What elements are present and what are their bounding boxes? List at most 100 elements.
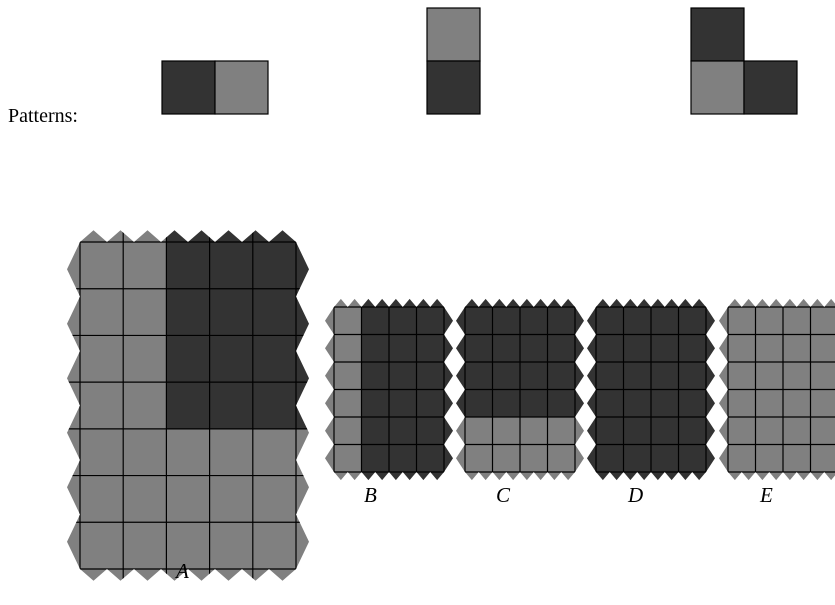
swatch-cell [389, 362, 417, 390]
swatch-cell [362, 296, 390, 335]
swatch-cell [811, 296, 835, 335]
swatch-cell [756, 362, 784, 390]
swatch-cell [65, 289, 123, 336]
swatch-cell [520, 296, 548, 335]
swatch-cell [756, 445, 784, 484]
swatch-cell [756, 296, 784, 335]
swatch-cell [679, 445, 718, 484]
swatch-cell [585, 296, 624, 335]
swatch-cell [389, 296, 417, 335]
swatch-cell [520, 417, 548, 445]
swatch-cell [166, 335, 209, 382]
swatch-cell [717, 296, 756, 335]
swatch-cell [811, 417, 835, 445]
swatch-cell [65, 476, 123, 523]
swatch-cell [417, 390, 456, 418]
swatch-cell [210, 227, 253, 289]
swatch-cell [323, 445, 362, 484]
pattern-horizontal-pair [162, 61, 268, 114]
swatch-cell [323, 296, 362, 335]
swatch-cell [548, 417, 587, 445]
pattern-cell [427, 8, 480, 61]
swatch-cell [585, 445, 624, 484]
swatch-cell [585, 362, 624, 390]
swatch-cell [123, 382, 166, 429]
swatch-cell [253, 429, 311, 476]
swatch-cell [811, 390, 835, 418]
swatch-cell [548, 362, 587, 390]
swatch-cell [210, 335, 253, 382]
swatch-cell [493, 445, 521, 484]
option-d-swatch[interactable] [585, 296, 717, 483]
swatch-cell [210, 289, 253, 336]
swatch-cell [717, 362, 756, 390]
swatch-cell [548, 445, 587, 484]
pattern-l-shape [691, 8, 797, 114]
swatch-cell [65, 429, 123, 476]
swatch-cell [253, 335, 311, 382]
swatch-cell [210, 522, 253, 584]
option-label-d: D [627, 483, 643, 507]
pattern-cell [691, 61, 744, 114]
swatch-cell [65, 522, 123, 584]
swatch-cell [548, 335, 587, 363]
option-e-swatch[interactable] [717, 296, 835, 483]
swatch-cell [651, 296, 679, 335]
option-a-swatch[interactable] [65, 227, 311, 584]
swatch-cell [123, 335, 166, 382]
swatch-cell [323, 417, 362, 445]
swatch-cell [123, 429, 166, 476]
swatch-cell [454, 362, 493, 390]
swatch-cell [811, 335, 835, 363]
swatch-cell [811, 362, 835, 390]
swatch-cell [624, 296, 652, 335]
swatch-cell [362, 445, 390, 484]
swatch-cell [65, 227, 123, 289]
swatch-cell [717, 390, 756, 418]
swatch-cell [323, 335, 362, 363]
swatch-cell [389, 335, 417, 363]
option-b-swatch[interactable] [323, 296, 455, 483]
option-label-e: E [759, 483, 773, 507]
swatch-cell [166, 289, 209, 336]
swatch-cell [493, 390, 521, 418]
swatch-cell [166, 382, 209, 429]
swatch-cell [679, 390, 718, 418]
swatch-cell [166, 227, 209, 289]
swatch-cell [166, 429, 209, 476]
swatch-cell [651, 390, 679, 418]
swatch-cell [783, 296, 811, 335]
option-c-swatch[interactable] [454, 296, 586, 483]
swatch-cell [389, 445, 417, 484]
swatch-cell [253, 522, 311, 584]
swatch-cell [454, 445, 493, 484]
swatch-cell [362, 390, 390, 418]
swatch-cell [323, 390, 362, 418]
swatch-cell [756, 390, 784, 418]
option-label-b: B [364, 483, 377, 507]
swatch-cell [389, 390, 417, 418]
swatch-cell [417, 296, 456, 335]
option-label-c: C [496, 483, 511, 507]
swatch-cell [210, 429, 253, 476]
pattern-cell [744, 61, 797, 114]
pattern-cell [215, 61, 268, 114]
swatch-cell [811, 445, 835, 484]
swatch-cell [783, 362, 811, 390]
swatch-cell [783, 390, 811, 418]
swatch-cell [585, 417, 624, 445]
swatch-cell [417, 335, 456, 363]
swatch-cell [585, 390, 624, 418]
swatch-cell [679, 417, 718, 445]
swatch-cell [253, 289, 311, 336]
swatch-cell [65, 382, 123, 429]
swatch-cell [417, 417, 456, 445]
swatch-cell [493, 417, 521, 445]
pattern-cell [691, 8, 744, 61]
swatch-cell [624, 390, 652, 418]
swatch-cell [783, 417, 811, 445]
swatch-cell [253, 227, 311, 289]
swatch-cell [756, 335, 784, 363]
swatch-cell [624, 445, 652, 484]
swatch-cell [362, 335, 390, 363]
